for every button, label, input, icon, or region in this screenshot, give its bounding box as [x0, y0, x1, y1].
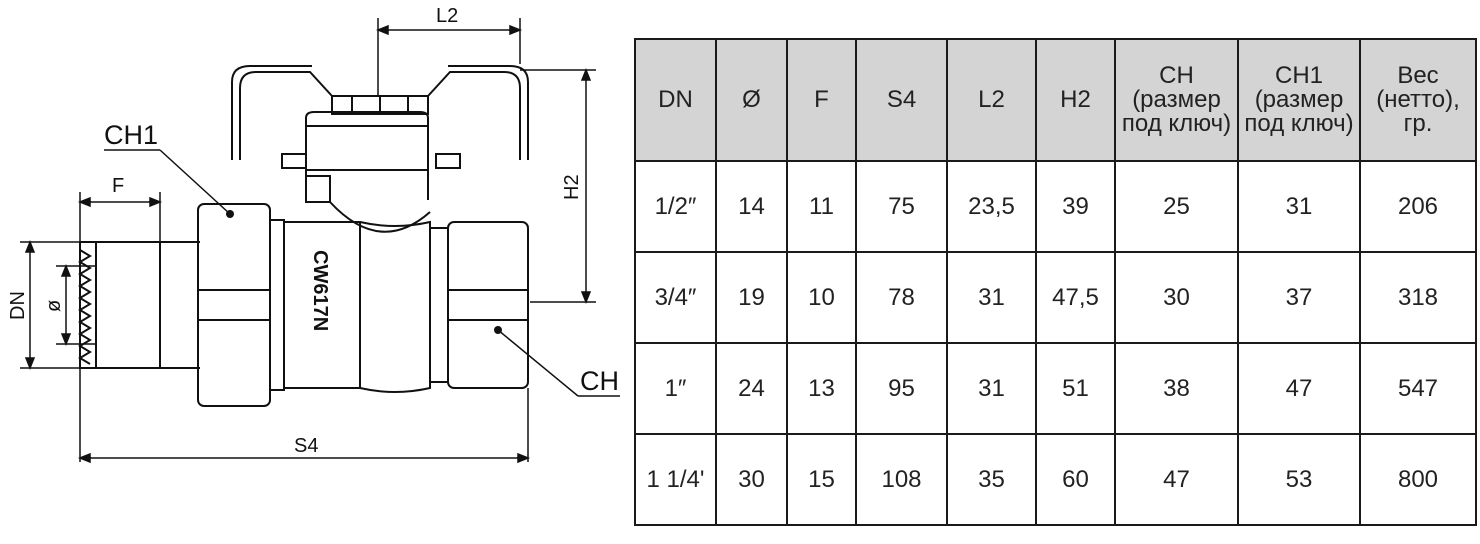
stem: [305, 175, 431, 233]
label-f: F: [112, 175, 124, 197]
butterfly-handle: [231, 65, 529, 200]
table-cell: 318: [1359, 251, 1477, 344]
male-thread: [78, 241, 200, 369]
label-h2: H2: [561, 174, 583, 200]
table-cell: 14: [715, 160, 788, 253]
header-cell: DN: [634, 38, 717, 162]
table-cell: 75: [855, 160, 948, 253]
table-cell: 547: [1359, 342, 1477, 435]
dimension-diameter: [56, 263, 96, 347]
table-cell: 30: [715, 433, 788, 526]
table-cell: 47: [1114, 433, 1239, 526]
label-l2: L2: [436, 5, 458, 27]
table-cell: 37: [1237, 251, 1361, 344]
header-cell: L2: [946, 38, 1037, 162]
label-diameter: ø: [43, 300, 65, 312]
table-cell: 3/4″: [634, 251, 717, 344]
header-cell: Вес (нетто), гр.: [1359, 38, 1477, 162]
header-cell: Ø: [715, 38, 788, 162]
label-ch: CH: [580, 366, 619, 396]
dimension-h2: [520, 67, 596, 305]
header-cell: CH (размер под ключ): [1114, 38, 1239, 162]
table-header-row: DN Ø F S4 L2 H2 CH (размер под ключ) CH1…: [634, 38, 1477, 162]
table-cell: 31: [946, 342, 1037, 435]
dimension-dn: [20, 239, 80, 371]
table-cell: 19: [715, 251, 788, 344]
table-row: 1/2″ 14 11 75 23,5 39 25 31 206: [634, 160, 1477, 253]
table-cell: 108: [855, 433, 948, 526]
header-cell: H2: [1035, 38, 1116, 162]
label-s4: S4: [294, 435, 318, 457]
top-nut: [331, 95, 429, 115]
table-cell: 25: [1114, 160, 1239, 253]
table-cell: 60: [1035, 433, 1116, 526]
table-row: 1 1/4' 30 15 108 35 60 47 53 800: [634, 433, 1477, 526]
table-cell: 24: [715, 342, 788, 435]
table-cell: 206: [1359, 160, 1477, 253]
table-cell: 11: [786, 160, 857, 253]
label-dn: DN: [7, 291, 29, 320]
leader-ch1: [104, 149, 231, 215]
table-cell: 23,5: [946, 160, 1037, 253]
table-cell: 1 1/4': [634, 433, 717, 526]
table-cell: 30: [1114, 251, 1239, 344]
header-cell: CH1 (размер под ключ): [1237, 38, 1361, 162]
ch-leader-dot: [494, 326, 502, 334]
valve-body: [283, 220, 431, 393]
table-cell: 1″: [634, 342, 717, 435]
table-cell: 10: [786, 251, 857, 344]
header-cell: S4: [855, 38, 948, 162]
dimension-s4: [77, 368, 531, 464]
table-cell: 35: [946, 433, 1037, 526]
table-cell: 78: [855, 251, 948, 344]
table-row: 3/4″ 19 10 78 31 47,5 30 37 318: [634, 251, 1477, 344]
table-cell: 31: [946, 251, 1037, 344]
table-cell: 95: [855, 342, 948, 435]
table-cell: 31: [1237, 160, 1361, 253]
dimension-l2: [375, 18, 523, 96]
body-marking: CW617N: [309, 250, 331, 331]
valve-drawing: L2 H2 F DN ø S4 CH1 CH CW617N: [7, 5, 620, 464]
table-cell: 800: [1359, 433, 1477, 526]
table-cell: 15: [786, 433, 857, 526]
table-cell: 13: [786, 342, 857, 435]
dimension-f: [77, 192, 163, 242]
table-cell: 1/2″: [634, 160, 717, 253]
table-cell: 38: [1114, 342, 1239, 435]
table-cell: 47: [1237, 342, 1361, 435]
female-end: [429, 221, 529, 389]
table-row: 1″ 24 13 95 31 51 38 47 547: [634, 342, 1477, 435]
table-cell: 39: [1035, 160, 1116, 253]
ch1-leader-dot: [226, 210, 234, 218]
spec-table: DN Ø F S4 L2 H2 CH (размер под ключ) CH1…: [634, 38, 1477, 526]
label-ch1: CH1: [104, 120, 158, 150]
union-nut: [197, 203, 285, 407]
table-cell: 53: [1237, 433, 1361, 526]
header-cell: F: [786, 38, 857, 162]
table-cell: 51: [1035, 342, 1116, 435]
leader-ch: [497, 329, 620, 397]
table-cell: 47,5: [1035, 251, 1116, 344]
